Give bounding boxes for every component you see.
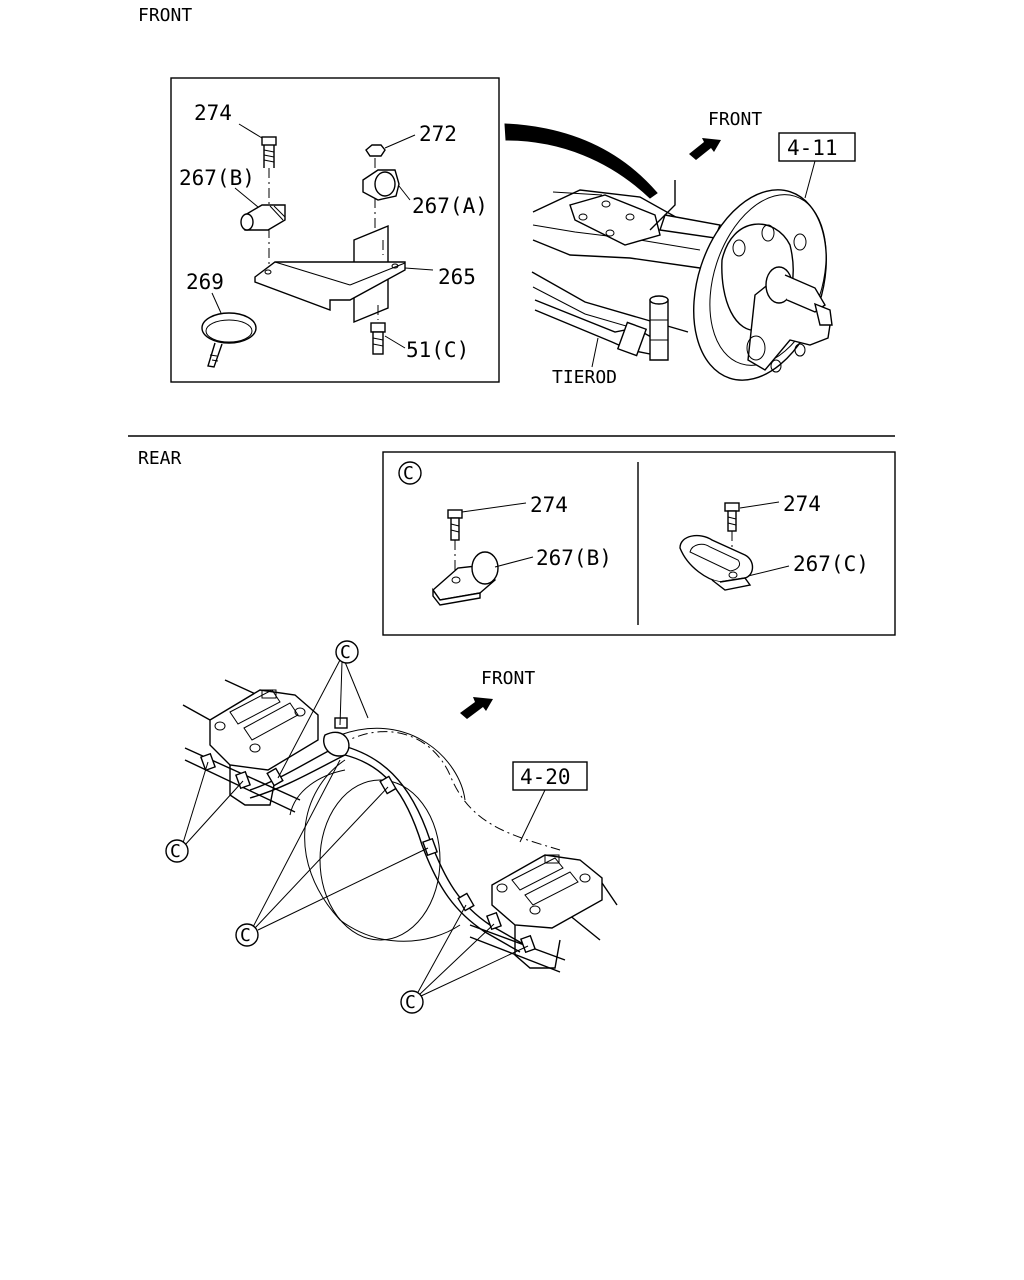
label-legend-274-right: 274 — [783, 492, 821, 516]
label-267b: 267(B) — [179, 166, 255, 190]
marker-left-label: C — [170, 841, 181, 862]
label-272: 272 — [419, 122, 457, 146]
label-265: 265 — [438, 265, 476, 289]
clip-267a — [362, 169, 400, 201]
leader-51c — [384, 335, 406, 349]
spring-seat-left — [184, 689, 319, 813]
front-detail-box — [170, 77, 500, 383]
leader-legend-267c — [747, 565, 790, 577]
front-axle-beam — [531, 180, 723, 333]
leader-4-11 — [804, 160, 816, 199]
label-267a: 267(A) — [412, 194, 488, 218]
label-legend-274-left: 274 — [530, 493, 568, 517]
label-269: 269 — [186, 270, 224, 294]
legend-clip-267b — [432, 551, 499, 606]
leader-legend-274-right — [739, 501, 780, 509]
leader-274 — [238, 123, 263, 139]
legend-marker: C — [403, 463, 414, 484]
clip-legend-box — [382, 451, 896, 636]
rear-direction-arrow — [460, 697, 493, 719]
legend-clip-267c — [679, 534, 754, 591]
clip-267b — [240, 204, 286, 231]
ref-box-4-20 — [512, 761, 588, 791]
marker-center: C — [235, 759, 429, 947]
ref-4-11: 4-11 — [787, 136, 838, 160]
ref-4-20: 4-20 — [520, 765, 571, 789]
leader-4-20 — [519, 789, 546, 843]
marker-top-label: C — [340, 642, 351, 663]
marker-center-label: C — [240, 925, 251, 946]
tie-rod — [534, 295, 669, 361]
leader-legend-267b — [494, 556, 534, 568]
spring-seat-right — [469, 854, 603, 973]
band-269 — [201, 312, 257, 368]
rear-axle-housing — [182, 679, 618, 942]
rear-direction-label: FRONT — [481, 668, 535, 689]
bracket-265 — [254, 224, 406, 324]
leader-legend-274-left — [461, 502, 527, 513]
leader-tierod — [591, 337, 599, 368]
legend-marker-circle — [398, 461, 422, 485]
marker-bottom-label: C — [405, 992, 416, 1013]
detail-pointer-arrow — [504, 123, 658, 199]
label-tierod: TIEROD — [552, 367, 617, 388]
legend-bolt-left — [447, 509, 463, 575]
marker-top: C — [277, 640, 369, 779]
label-274: 274 — [194, 101, 232, 125]
label-legend-267b: 267(B) — [536, 546, 612, 570]
leader-267a — [398, 185, 411, 201]
rear-section-title: REAR — [138, 448, 182, 469]
label-51c: 51(C) — [406, 338, 469, 362]
leader-269 — [211, 292, 222, 314]
bolt-274 — [261, 136, 277, 272]
rear-brake-pipes — [200, 717, 536, 954]
leader-265 — [404, 267, 434, 271]
front-brake-assembly — [693, 189, 833, 381]
front-direction-label: FRONT — [708, 109, 762, 130]
marker-bottom: C — [400, 904, 529, 1014]
front-section-title: FRONT — [138, 5, 192, 26]
marker-left: C — [165, 761, 244, 863]
label-legend-267c: 267(C) — [793, 552, 869, 576]
leader-267b — [234, 187, 259, 208]
front-direction-arrow — [689, 138, 721, 160]
ref-box-4-11 — [778, 132, 856, 162]
leader-272 — [384, 134, 416, 149]
bolt-51c — [370, 305, 386, 355]
